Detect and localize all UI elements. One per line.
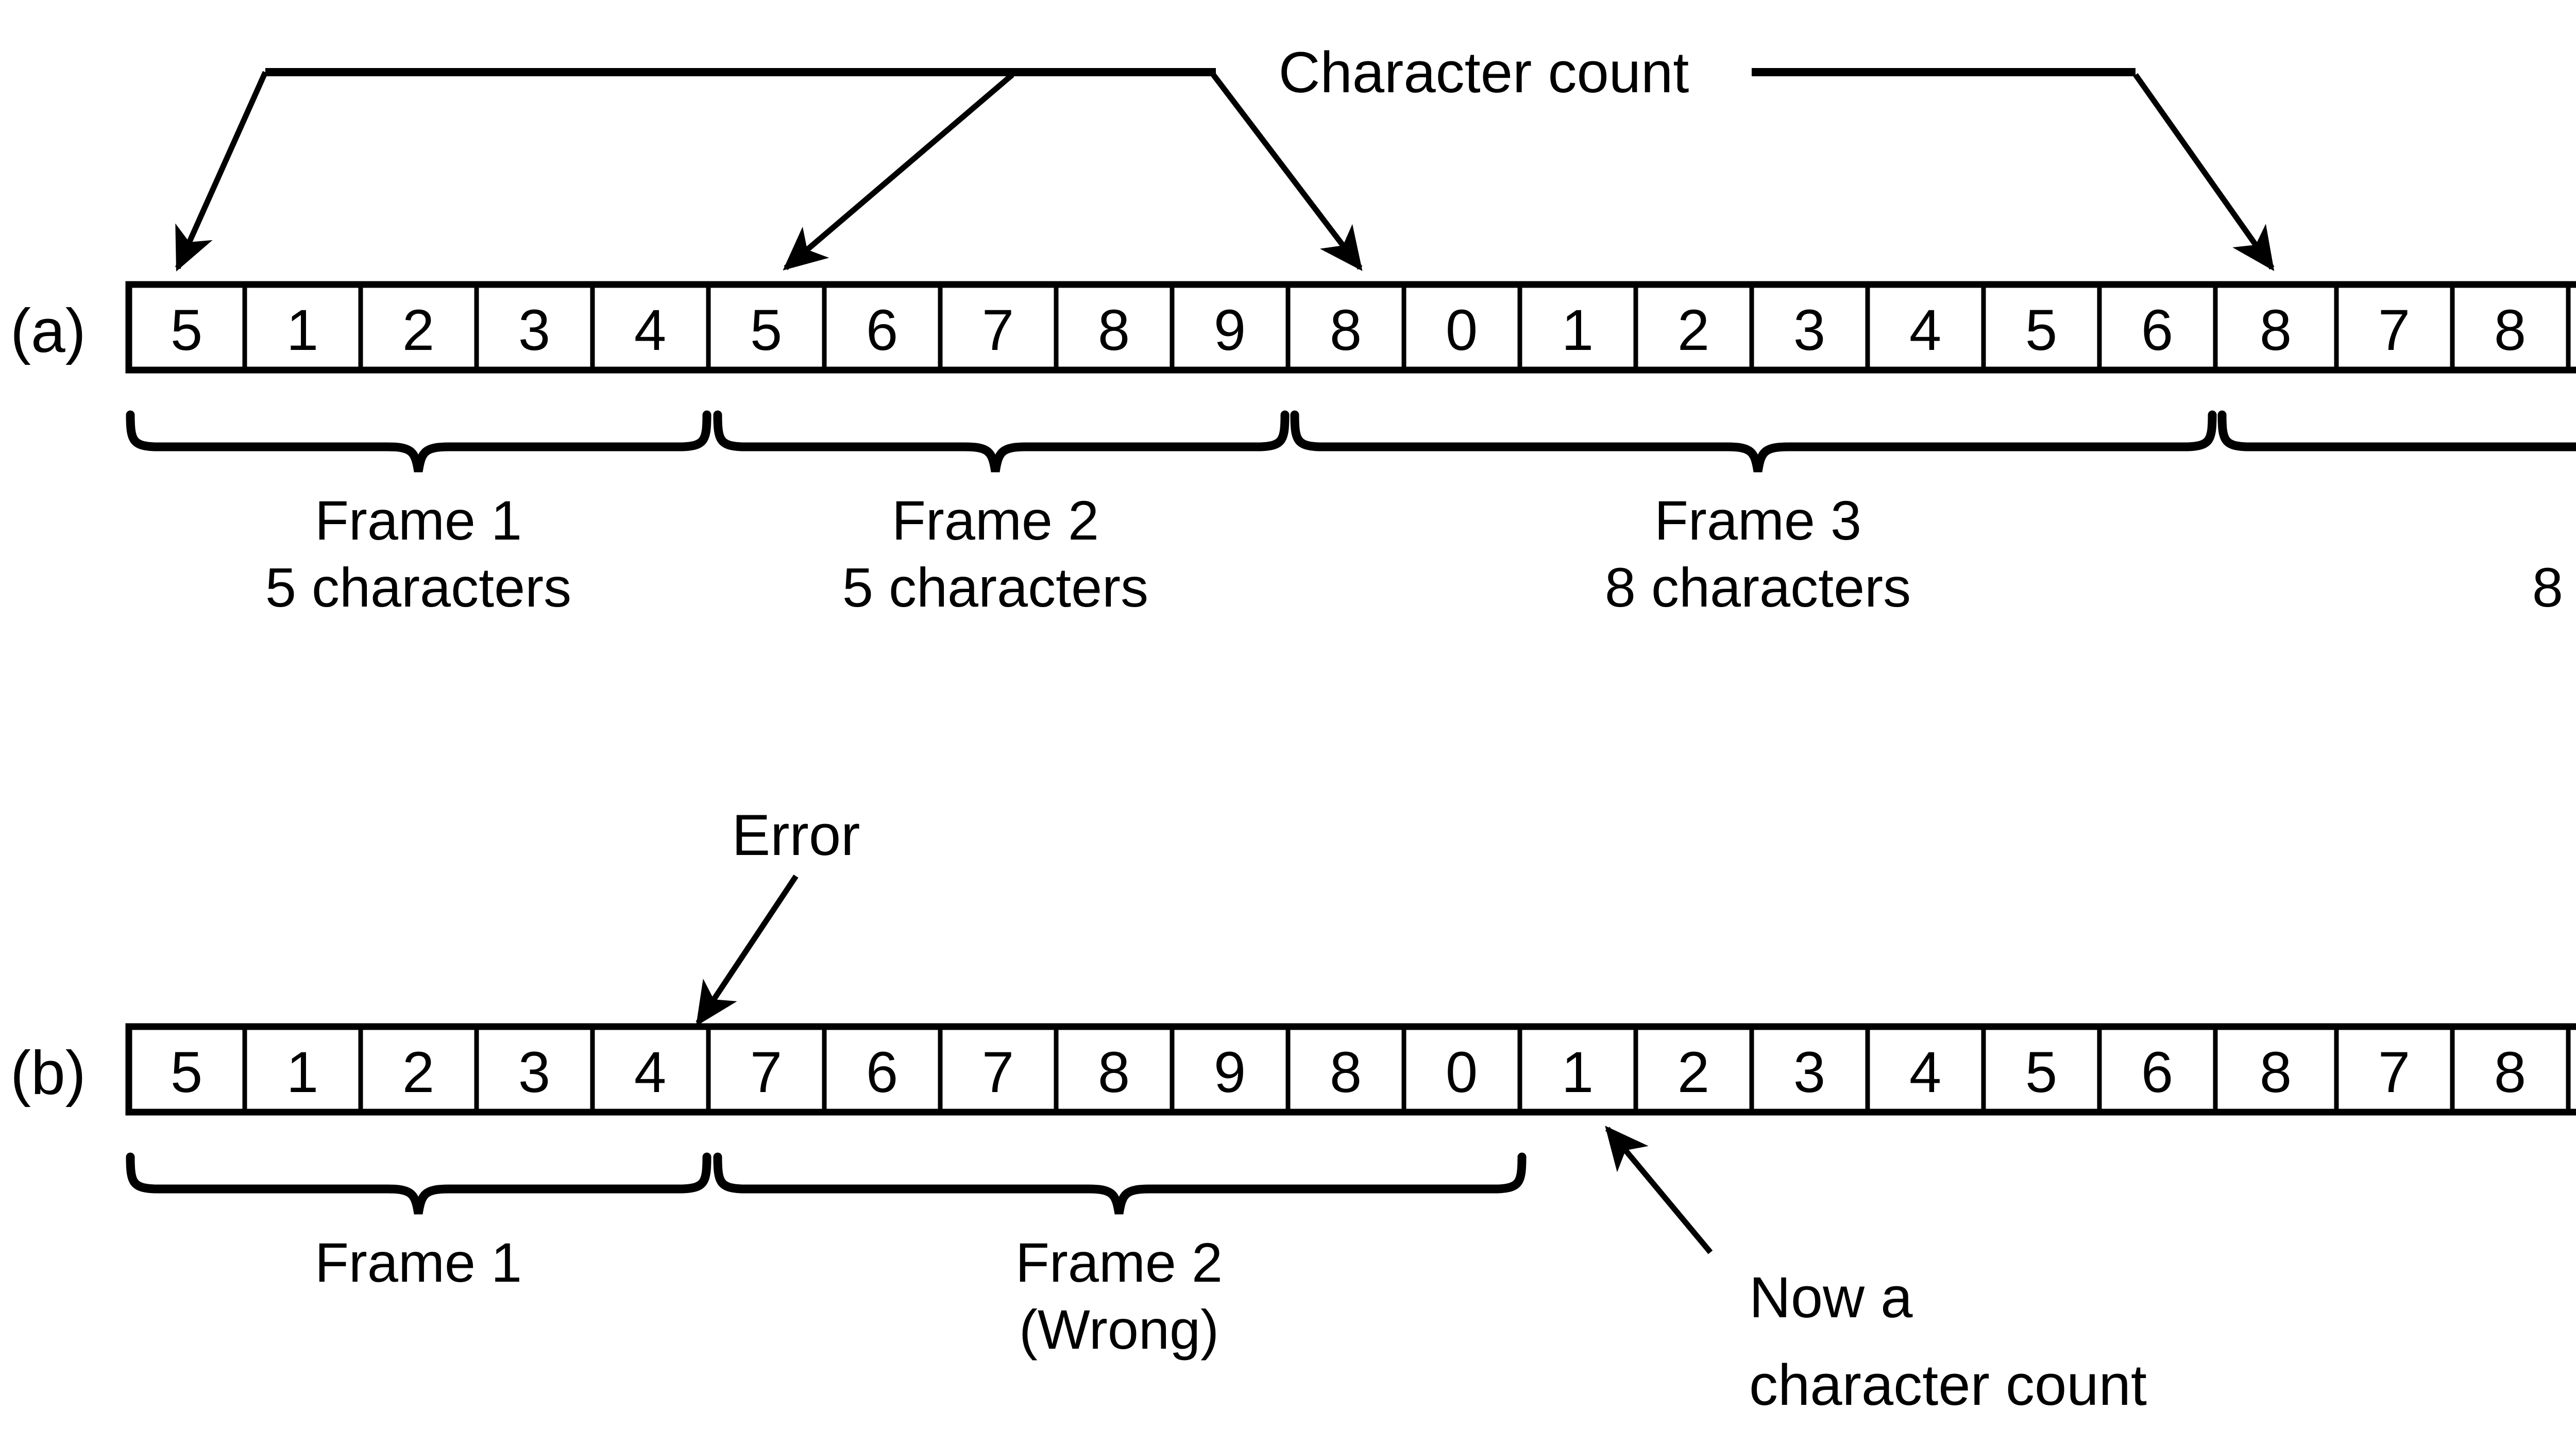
frame-label-detail: 5 characters bbox=[265, 556, 572, 618]
panel-a-label: (a) bbox=[10, 296, 86, 365]
cell-value: 3 bbox=[1793, 298, 1826, 362]
frame-label-detail: 8 characters bbox=[2532, 556, 2563, 618]
cell-value: 6 bbox=[866, 1040, 899, 1104]
frame-label-detail: 5 characters bbox=[842, 556, 1149, 618]
cell-value: 9 bbox=[1213, 298, 1246, 362]
panel-b-frame-braces bbox=[126, 1152, 1527, 1215]
panel-b-cell-row bbox=[125, 1023, 2576, 1116]
cell-value: 5 bbox=[170, 298, 203, 362]
cell-value: 1 bbox=[1561, 298, 1594, 362]
cell-value: 6 bbox=[2141, 298, 2174, 362]
character-count-arrows bbox=[175, 71, 2275, 272]
cell-value: 8 bbox=[1097, 1040, 1130, 1104]
cell-value: 3 bbox=[1793, 1040, 1826, 1104]
cell-value: 8 bbox=[2494, 298, 2527, 362]
cell-value: 6 bbox=[2141, 1040, 2174, 1104]
now-a-character-count-line2: character count bbox=[1749, 1353, 2147, 1417]
cell-value: 1 bbox=[286, 1040, 319, 1104]
cell-value: 8 bbox=[2259, 1040, 2292, 1104]
error-label: Error bbox=[732, 803, 860, 867]
character-count-label: Character count bbox=[1278, 40, 1689, 105]
frame-label-name: Frame 2 bbox=[891, 489, 1099, 551]
cell-value: 3 bbox=[518, 1040, 551, 1104]
frame-label-detail: (Wrong) bbox=[1019, 1298, 1219, 1361]
frame-label-detail: 8 characters bbox=[1604, 556, 1911, 618]
frame-label-name: Frame 2 bbox=[1015, 1231, 1223, 1294]
cell-value: 1 bbox=[1561, 1040, 1594, 1104]
frame-label-name: Frame 1 bbox=[314, 489, 522, 551]
cell-value: 8 bbox=[1329, 298, 1362, 362]
cell-value: 4 bbox=[1909, 1040, 1942, 1104]
error-arrow bbox=[696, 874, 799, 1027]
cell-value: 7 bbox=[2378, 298, 2411, 362]
cell-value: 8 bbox=[2494, 1040, 2527, 1104]
cell-value: 7 bbox=[750, 1040, 783, 1104]
cell-value: 9 bbox=[1213, 1040, 1246, 1104]
cell-value: 2 bbox=[402, 1040, 435, 1104]
cell-value: 8 bbox=[1329, 1040, 1362, 1104]
cell-value: 7 bbox=[981, 298, 1014, 362]
cell-value: 5 bbox=[750, 298, 783, 362]
panel-a-cell-row bbox=[125, 281, 2576, 374]
cell-value: 2 bbox=[1677, 298, 1710, 362]
panel-b-label: (b) bbox=[10, 1038, 86, 1108]
cell-value: 0 bbox=[1445, 1040, 1478, 1104]
cell-value: 1 bbox=[286, 298, 319, 362]
cell-value: 7 bbox=[981, 1040, 1014, 1104]
now-a-character-count-line1: Now a bbox=[1749, 1265, 1913, 1330]
now-a-character-count-arrow bbox=[1605, 1126, 1713, 1254]
cell-value: 2 bbox=[1677, 1040, 1710, 1104]
frame-label-name: Frame 3 bbox=[1654, 489, 1862, 551]
cell-value: 3 bbox=[518, 298, 551, 362]
cell-value: 8 bbox=[1097, 298, 1130, 362]
cell-value: 0 bbox=[1445, 298, 1478, 362]
cell-value: 5 bbox=[2025, 298, 2058, 362]
cell-value: 5 bbox=[170, 1040, 203, 1104]
cell-value: 5 bbox=[2025, 1040, 2058, 1104]
cell-value: 4 bbox=[1909, 298, 1942, 362]
cell-value: 8 bbox=[2259, 298, 2292, 362]
frame-label-name: Frame 1 bbox=[314, 1231, 522, 1294]
panel-a-frame-braces bbox=[126, 410, 2576, 473]
cell-value: 6 bbox=[866, 298, 899, 362]
cell-value: 2 bbox=[402, 298, 435, 362]
cell-value: 4 bbox=[634, 298, 667, 362]
cell-value: 4 bbox=[634, 1040, 667, 1104]
cell-value: 7 bbox=[2378, 1040, 2411, 1104]
